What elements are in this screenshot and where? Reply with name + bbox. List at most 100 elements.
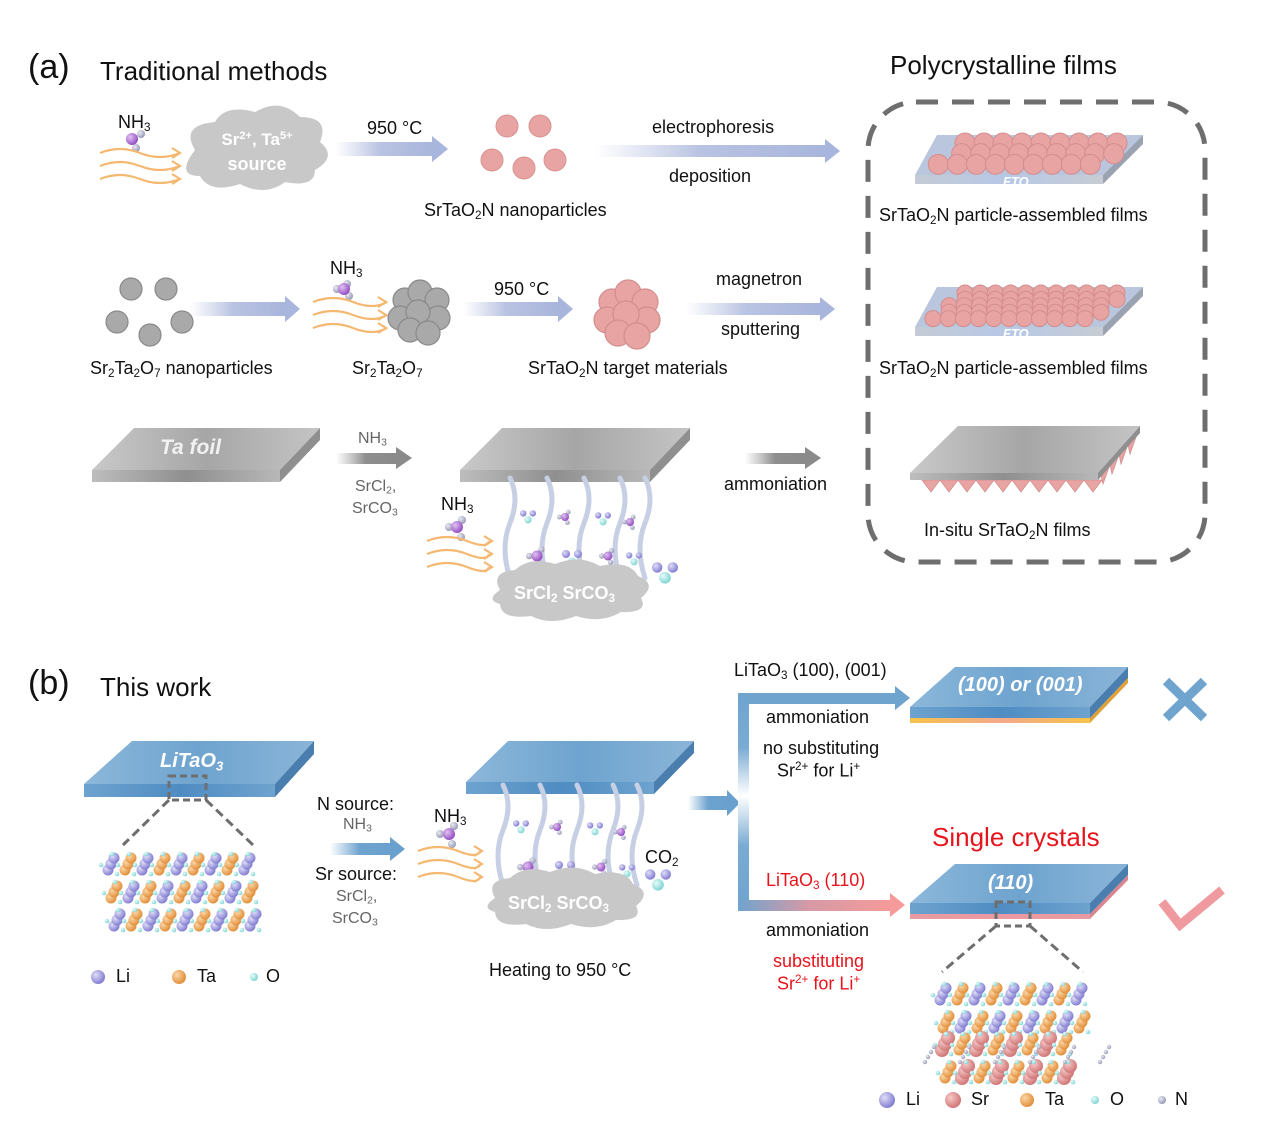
- atom-o: [152, 890, 158, 896]
- atom-h: [529, 857, 536, 864]
- atom-o: [1060, 981, 1066, 987]
- atom-o: [1002, 1079, 1008, 1085]
- atom-o: [129, 879, 135, 885]
- atom-o: [155, 918, 161, 924]
- atom-n: [1033, 1049, 1039, 1055]
- atom-o: [966, 1029, 972, 1035]
- film2-label: SrTaO2N particle-assembled films: [879, 358, 1148, 380]
- atom-o: [217, 862, 223, 868]
- atom-o: [1018, 1020, 1024, 1026]
- legend-ta-swatch: [1020, 1093, 1034, 1107]
- legend-ta-swatch: [172, 970, 186, 984]
- atom-o: [960, 1031, 966, 1037]
- atom-o: [950, 1020, 956, 1026]
- atom-o: [126, 851, 132, 857]
- atom-o: [256, 927, 262, 933]
- atom-o: [522, 820, 529, 827]
- atom-o: [660, 869, 671, 880]
- atom-o: [132, 907, 138, 913]
- atom-o: [146, 879, 152, 885]
- atom-o: [200, 862, 206, 868]
- atom-o: [1011, 1031, 1017, 1037]
- atom-o: [214, 879, 220, 885]
- polycrystalline-title: Polycrystalline films: [890, 50, 1117, 80]
- atom-n: [995, 1054, 1001, 1060]
- atom-n: [960, 1054, 966, 1060]
- atom-o: [189, 918, 195, 924]
- sr-source-value-2: SrCO3: [332, 910, 378, 929]
- atom-o: [952, 1070, 958, 1076]
- atom-c: [591, 828, 599, 836]
- zoom-line-left-2: [204, 798, 255, 847]
- atom-n: [963, 1049, 969, 1055]
- row3-arrow1: [336, 453, 396, 464]
- atom-o: [234, 907, 240, 913]
- branch-bottom-note-1: substituting: [773, 951, 865, 971]
- atom-n: [928, 1049, 934, 1055]
- film-spike: [1047, 479, 1067, 493]
- atom-o: [943, 1031, 949, 1037]
- atom-h: [622, 519, 627, 525]
- atom-o: [948, 1051, 954, 1057]
- b-arrow2-head: [727, 790, 740, 816]
- atom-o: [961, 1009, 967, 1015]
- atom-o: [223, 918, 229, 924]
- atom-o: [964, 992, 970, 998]
- atom-o: [1019, 1079, 1025, 1085]
- atom-o: [1015, 992, 1021, 998]
- litao3-lattice: [98, 851, 262, 933]
- atom-o: [980, 1059, 986, 1065]
- branch-bottom-step: ammoniation: [766, 920, 870, 940]
- film-100-001: [910, 667, 1128, 723]
- atom-h: [599, 553, 605, 559]
- branch-bottom-orientation: LiTaO3 (110): [766, 870, 866, 892]
- atom-o: [567, 861, 575, 869]
- atom-h: [592, 864, 598, 870]
- row1-arrow1-head: [432, 136, 448, 162]
- atom-o: [596, 822, 603, 829]
- atom-h: [517, 863, 524, 871]
- atom-o: [186, 890, 192, 896]
- atom-o: [205, 927, 211, 933]
- atom-o: [185, 899, 191, 905]
- atom-o: [231, 879, 237, 885]
- atom-o: [248, 879, 254, 885]
- atom-o: [115, 907, 121, 913]
- row3-foil-slab: [460, 428, 690, 482]
- film1-particles: [927, 132, 1128, 175]
- atom-c: [623, 870, 631, 878]
- film3-insitu: [910, 426, 1140, 493]
- atom-o: [1012, 1009, 1018, 1015]
- atom-o: [114, 871, 120, 877]
- atom-o: [949, 1042, 955, 1048]
- film-spike: [993, 479, 1013, 493]
- atom-o: [968, 1079, 974, 1085]
- atom-n: [925, 1054, 931, 1060]
- atom-o: [941, 981, 947, 987]
- film-particle: [1030, 310, 1048, 328]
- atom-h: [608, 547, 615, 554]
- atom-o: [188, 927, 194, 933]
- atom-c: [630, 558, 638, 566]
- film-particle: [1015, 310, 1033, 328]
- film-particle: [1079, 153, 1101, 175]
- branch-top-arrow: [738, 693, 898, 704]
- atom-o: [115, 862, 121, 868]
- atom-o: [645, 869, 656, 880]
- legend-left-ta: Ta: [197, 966, 217, 986]
- atom-o: [1048, 1001, 1054, 1007]
- atom-o: [1051, 1042, 1057, 1048]
- atom-n: [531, 550, 543, 562]
- atom-o: [963, 1059, 969, 1065]
- atom-o: [1066, 992, 1072, 998]
- legend-li-swatch: [879, 1092, 895, 1108]
- panel-a-label: (a): [28, 48, 70, 86]
- panel-b-label: (b): [28, 664, 70, 702]
- legend-li-swatch: [91, 970, 105, 984]
- atom-o: [1036, 1079, 1042, 1085]
- atom-o: [969, 1070, 975, 1076]
- row2-arrow1-head: [285, 296, 300, 322]
- zoom-line-right-1: [941, 924, 997, 974]
- atom-o: [120, 927, 126, 933]
- atom-o: [1068, 1029, 1074, 1035]
